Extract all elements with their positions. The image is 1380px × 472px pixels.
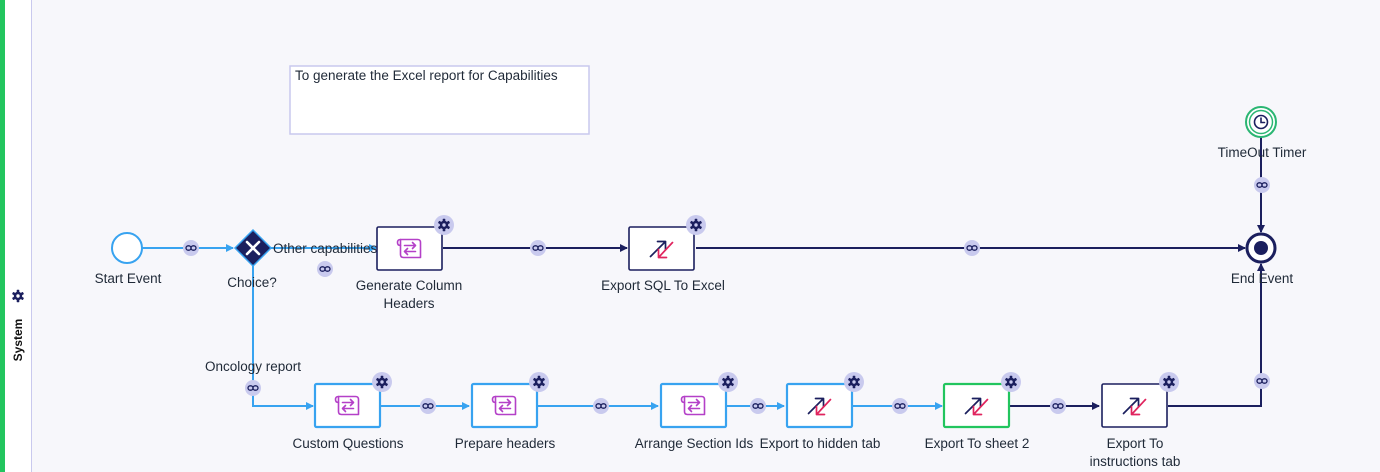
export-arrows-icon [1122,397,1147,416]
script-scroll-icon [396,238,422,259]
gear-icon[interactable] [529,372,549,392]
export-arrows-icon [807,397,832,416]
link-icon[interactable] [245,380,261,396]
task-export-to-instructions-tab[interactable]: Export To instructions tab [1090,372,1181,469]
task-label: Export To sheet 2 [925,436,1030,451]
gear-icon[interactable] [844,372,864,392]
task-label: Export SQL To Excel [601,278,725,293]
flow-label-other-capabilities: Other capabilities [273,241,378,256]
task-label: Generate Column [356,278,463,293]
task-label: instructions tab [1090,454,1181,469]
gear-icon[interactable] [1001,372,1021,392]
task-label: Export to hidden tab [760,436,881,451]
script-scroll-icon [334,395,360,416]
link-icon[interactable] [420,398,436,414]
script-scroll-icon [491,395,517,416]
lane-accent-bar [0,0,5,472]
link-icon[interactable] [183,240,199,256]
text-annotation[interactable] [289,65,590,135]
flow-link-badges [183,177,1270,414]
link-icon[interactable] [1254,373,1270,389]
link-icon[interactable] [892,398,908,414]
lane-header [5,0,32,472]
gear-icon[interactable] [372,372,392,392]
task-prepare-headers[interactable]: Prepare headers [455,372,556,451]
flow-choice-to-custom-questions[interactable] [252,266,314,410]
gear-icon[interactable] [434,215,454,235]
sequence-flows [142,137,1265,410]
flow-instructions-to-end[interactable] [1168,263,1265,407]
task-label: Arrange Section Ids [635,436,754,451]
gateway-label: Choice? [227,275,277,290]
gear-icon[interactable] [1159,372,1179,392]
start-event[interactable] [111,232,143,264]
task-custom-questions[interactable]: Custom Questions [292,372,404,451]
export-arrows-icon [649,240,674,259]
annotation-text: To generate the Excel report for Capabil… [295,68,558,83]
task-arrange-section-ids[interactable]: Arrange Section Ids [635,372,754,451]
timer-event[interactable] [1245,106,1277,138]
link-icon[interactable] [964,240,980,256]
link-icon[interactable] [530,240,546,256]
lane-gear-icon[interactable] [11,289,25,303]
link-icon[interactable] [593,398,609,414]
link-icon[interactable] [750,398,766,414]
task-label: Custom Questions [292,436,403,451]
end-event-label: End Event [1231,271,1294,286]
exclusive-gateway[interactable] [233,228,273,268]
task-label: Export To [1107,436,1164,451]
task-export-to-sheet-2[interactable]: Export To sheet 2 [925,372,1030,451]
link-icon[interactable] [1254,177,1270,193]
gear-icon[interactable] [686,215,706,235]
flow-label-oncology-report: Oncology report [205,359,301,374]
link-icon[interactable] [1050,398,1066,414]
gear-icon[interactable] [718,372,738,392]
export-arrows-icon [964,397,989,416]
start-event-label: Start Event [95,271,162,286]
task-label: Headers [383,296,434,311]
link-icon[interactable] [317,261,333,277]
task-export-to-hidden-tab[interactable]: Export to hidden tab [760,372,881,451]
task-export-sql-to-excel[interactable]: Export SQL To Excel [601,215,725,293]
timer-event-label: TimeOut Timer [1218,145,1307,160]
gateway-x-icon [245,240,261,256]
script-scroll-icon [680,395,706,416]
task-label: Prepare headers [455,436,556,451]
end-event[interactable] [1245,232,1277,264]
clock-icon [1253,114,1269,130]
